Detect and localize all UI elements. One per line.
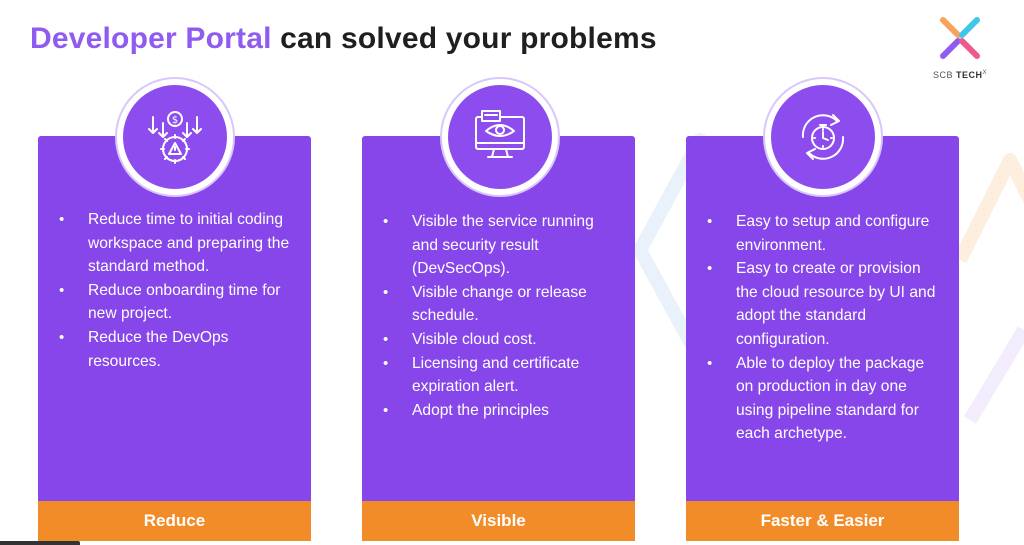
card-reduce-list: Reduce time to initial coding workspace … bbox=[38, 208, 311, 373]
list-item: Visible cloud cost. bbox=[383, 328, 619, 352]
list-item: Adopt the principles bbox=[383, 399, 619, 423]
card-faster-easier: Easy to setup and configure environment.… bbox=[686, 136, 959, 541]
card-reduce: Reduce time to initial coding workspace … bbox=[38, 136, 311, 541]
list-item: Visible change or release schedule. bbox=[383, 281, 619, 328]
card-reduce-footer: Reduce bbox=[38, 501, 311, 541]
scrollbar[interactable] bbox=[0, 541, 80, 545]
dollar-gear-warning-icon: $ bbox=[148, 111, 202, 164]
list-item: Easy to create or provision the cloud re… bbox=[707, 257, 943, 351]
svg-text:$: $ bbox=[172, 115, 178, 126]
page-title: Developer Portal can solved your problem… bbox=[30, 22, 657, 56]
card-visible-footer: Visible bbox=[362, 501, 635, 541]
list-item: Visible the service running and security… bbox=[383, 210, 619, 281]
stopwatch-cycle-icon bbox=[801, 114, 845, 160]
card-visible-badge bbox=[448, 85, 552, 189]
card-reduce-badge: $ bbox=[123, 85, 227, 189]
card-faster-easier-list: Easy to setup and configure environment.… bbox=[686, 210, 959, 446]
card-faster-easier-footer: Faster & Easier bbox=[686, 501, 959, 541]
logo-text: SCB TECHX bbox=[932, 70, 988, 80]
scb-tech-logo: SCB TECHX bbox=[925, 12, 995, 84]
list-item: Reduce time to initial coding workspace … bbox=[59, 208, 295, 279]
list-item: Reduce the DevOps resources. bbox=[59, 326, 295, 373]
list-item: Able to deploy the package on production… bbox=[707, 352, 943, 446]
list-item: Easy to setup and configure environment. bbox=[707, 210, 943, 257]
title-rest: can solved your problems bbox=[271, 22, 657, 55]
card-faster-easier-badge bbox=[771, 85, 875, 189]
card-visible: Visible the service running and security… bbox=[362, 136, 635, 541]
card-visible-list: Visible the service running and security… bbox=[362, 210, 635, 422]
title-accent: Developer Portal bbox=[30, 22, 272, 55]
list-item: Reduce onboarding time for new project. bbox=[59, 279, 295, 326]
scb-tech-x-icon bbox=[940, 17, 980, 59]
list-item: Licensing and certificate expiration ale… bbox=[383, 352, 619, 399]
monitor-eye-icon bbox=[475, 110, 525, 158]
